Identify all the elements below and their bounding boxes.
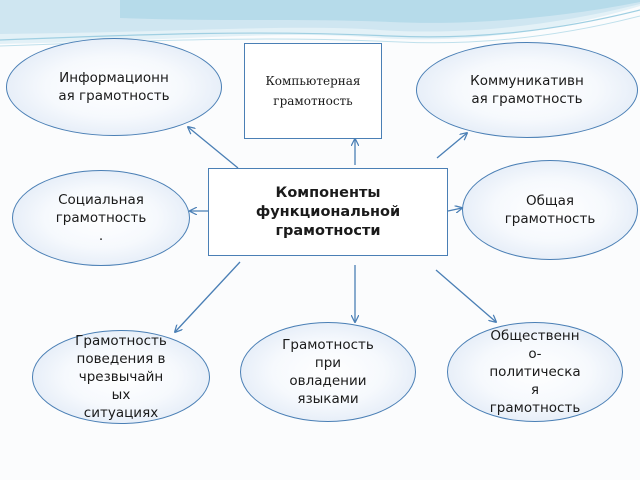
node-computer-label: Компьютерная грамотность [265, 74, 361, 108]
center-box-functional-literacy: Компоненты функциональной грамотности [208, 168, 448, 256]
node-general-literacy: Общая грамотность [462, 160, 638, 260]
node-social-literacy: Социальная грамотность . [12, 170, 190, 266]
node-communicative-literacy: Коммуникативн ая грамотность [416, 42, 638, 138]
node-sociopolitical-label: Общественн о- политическа я грамотность [489, 328, 581, 416]
arrow-to-information [188, 127, 239, 169]
node-languages-label: Грамотность при овладении языками [282, 337, 374, 407]
node-emergency-label: Грамотность поведения в чрезвычайн ых си… [75, 333, 167, 421]
arrow-to-communicative [436, 133, 467, 159]
node-sociopolitical-literacy: Общественн о- политическа я грамотность [447, 322, 623, 422]
center-title: Компоненты функциональной грамотности [255, 184, 401, 239]
arrow-to-sociopolitical [435, 269, 496, 322]
node-social-label: Социальная грамотность . [55, 192, 147, 244]
node-computer-literacy: Компьютерная грамотность [244, 43, 382, 139]
node-information-label: Информационн ая грамотность [58, 70, 170, 104]
node-information-literacy: Информационн ая грамотность [6, 38, 222, 136]
arrow-to-emergency [175, 261, 241, 332]
node-general-label: Общая грамотность [504, 193, 596, 227]
header-wave-decoration [0, 0, 640, 47]
arrow-to-general [447, 208, 462, 211]
node-emergency-literacy: Грамотность поведения в чрезвычайн ых си… [32, 330, 210, 424]
node-communicative-label: Коммуникативн ая грамотность [470, 73, 584, 107]
node-language-literacy: Грамотность при овладении языками [240, 322, 416, 422]
